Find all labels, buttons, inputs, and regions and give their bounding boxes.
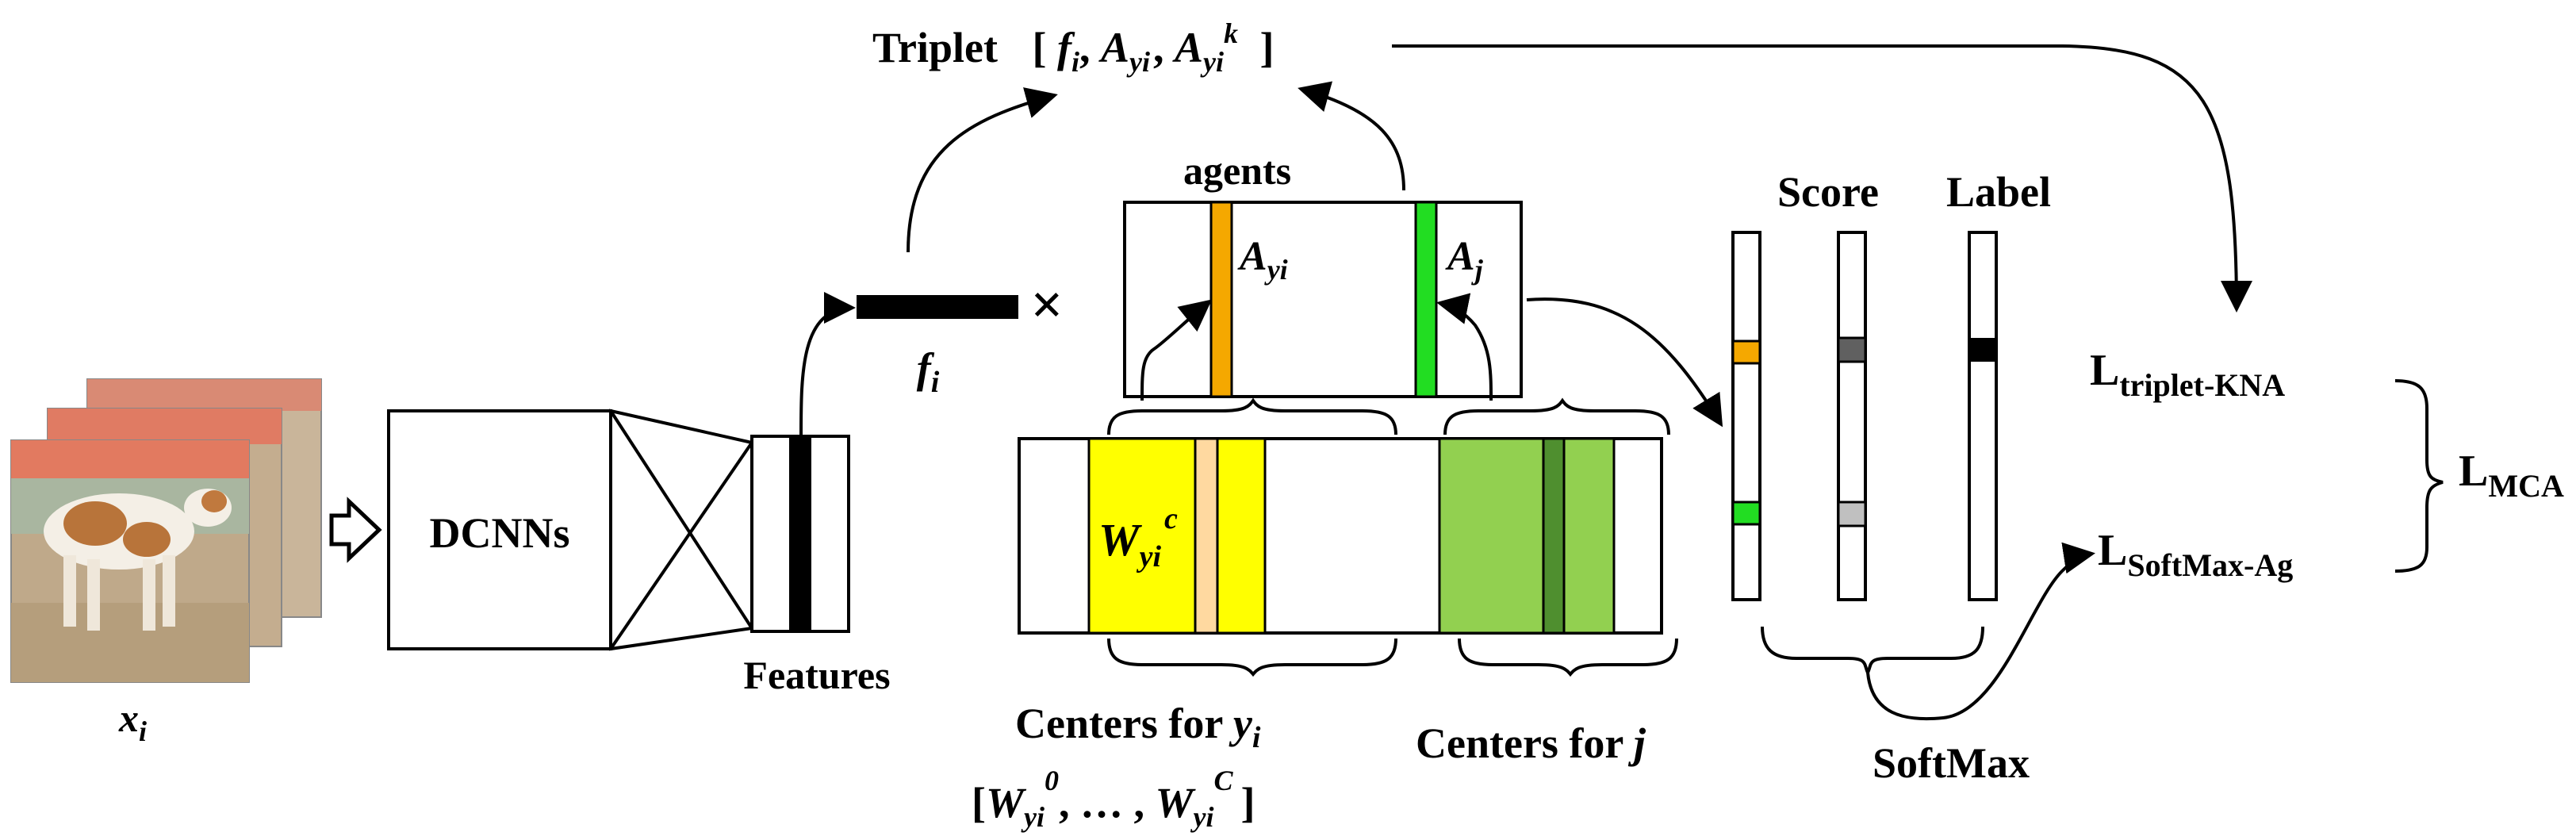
agents-box xyxy=(1123,201,1523,398)
arrow-features-to-fi xyxy=(799,292,856,437)
agent-j-label: Aj xyxy=(1445,234,1484,286)
center-yi-c-bar xyxy=(1194,437,1219,635)
fi-label: fi xyxy=(917,344,940,399)
feature-vector-bar xyxy=(789,436,811,631)
agent-score-yi-cell xyxy=(1731,339,1761,365)
brace-top-yi xyxy=(1107,397,1397,435)
input-image-front-ground xyxy=(11,603,249,682)
score-heading: Score xyxy=(1777,168,1879,216)
softmax-label: SoftMax xyxy=(1873,739,2030,787)
agent-j-bar xyxy=(1414,201,1438,398)
centers-j-block xyxy=(1438,437,1616,635)
agent-score-column xyxy=(1731,231,1761,601)
triplet-title: Triplet [ fi, Ayi, Ayik ] xyxy=(872,5,1274,78)
dcnns-cross-2 xyxy=(609,441,753,650)
centers-j-label: Centers for j xyxy=(1416,719,1646,767)
arrow-triplet-to-loss xyxy=(1392,44,2252,313)
mca-brace xyxy=(2394,379,2444,573)
multiply-icon: × xyxy=(1030,273,1063,336)
label-onehot-cell xyxy=(1969,338,1996,362)
input-image-mid-wall xyxy=(48,408,282,444)
center-W-label: Wyic xyxy=(1098,502,1178,573)
label-heading: Label xyxy=(1946,168,2051,216)
dcnns-funnel xyxy=(609,408,753,651)
brace-top-j xyxy=(1443,397,1670,435)
hollow-arrow-icon xyxy=(329,497,382,563)
loss-softmax-label: LSoftMax-Ag xyxy=(2098,526,2293,583)
features-label: Features xyxy=(743,653,890,697)
cow-icon xyxy=(44,489,232,631)
softmax-brace xyxy=(1761,626,1984,677)
centers-yi-list: [Wyi0, … , WyiC] xyxy=(972,765,1255,833)
input-image-front-wall xyxy=(11,440,249,478)
agents-label: agents xyxy=(1183,148,1291,193)
arrow-agents-to-score xyxy=(1526,297,1723,428)
brace-bottom-yi xyxy=(1107,638,1397,677)
input-image-stack xyxy=(10,378,322,683)
arrow-agents-to-triplet xyxy=(1298,81,1405,191)
agent-yi-label: Ayi xyxy=(1237,234,1288,286)
score-low-cell xyxy=(1837,501,1867,527)
centers-yi-label: Centers for yi xyxy=(1015,700,1261,754)
score-high-cell xyxy=(1837,336,1867,363)
score-column xyxy=(1837,231,1867,601)
brace-bottom-j xyxy=(1458,638,1678,677)
arrow-centers-yi-to-agent xyxy=(1140,299,1213,401)
input-image-back-wall xyxy=(87,379,321,411)
dcnns-label: DCNNs xyxy=(429,509,569,557)
arrow-softmax-to-loss xyxy=(1866,542,2095,721)
dcnns-box xyxy=(387,409,612,650)
loss-triplet-label: Ltriplet-KNA xyxy=(2090,346,2285,403)
agent-yi-bar xyxy=(1209,201,1233,398)
center-j-dark-bar xyxy=(1542,437,1566,635)
centers-yi-block xyxy=(1087,437,1267,635)
input-x-label: xi xyxy=(118,696,147,747)
arrow-fi-to-triplet xyxy=(907,87,1058,253)
loss-mca-label: LMCA xyxy=(2459,447,2564,504)
arrow-centers-j-to-agent xyxy=(1436,293,1493,401)
label-column xyxy=(1968,231,1998,601)
fi-vector-bar xyxy=(857,295,1018,319)
dcnns-cross-1 xyxy=(609,409,753,630)
agent-score-j-cell xyxy=(1731,501,1761,526)
